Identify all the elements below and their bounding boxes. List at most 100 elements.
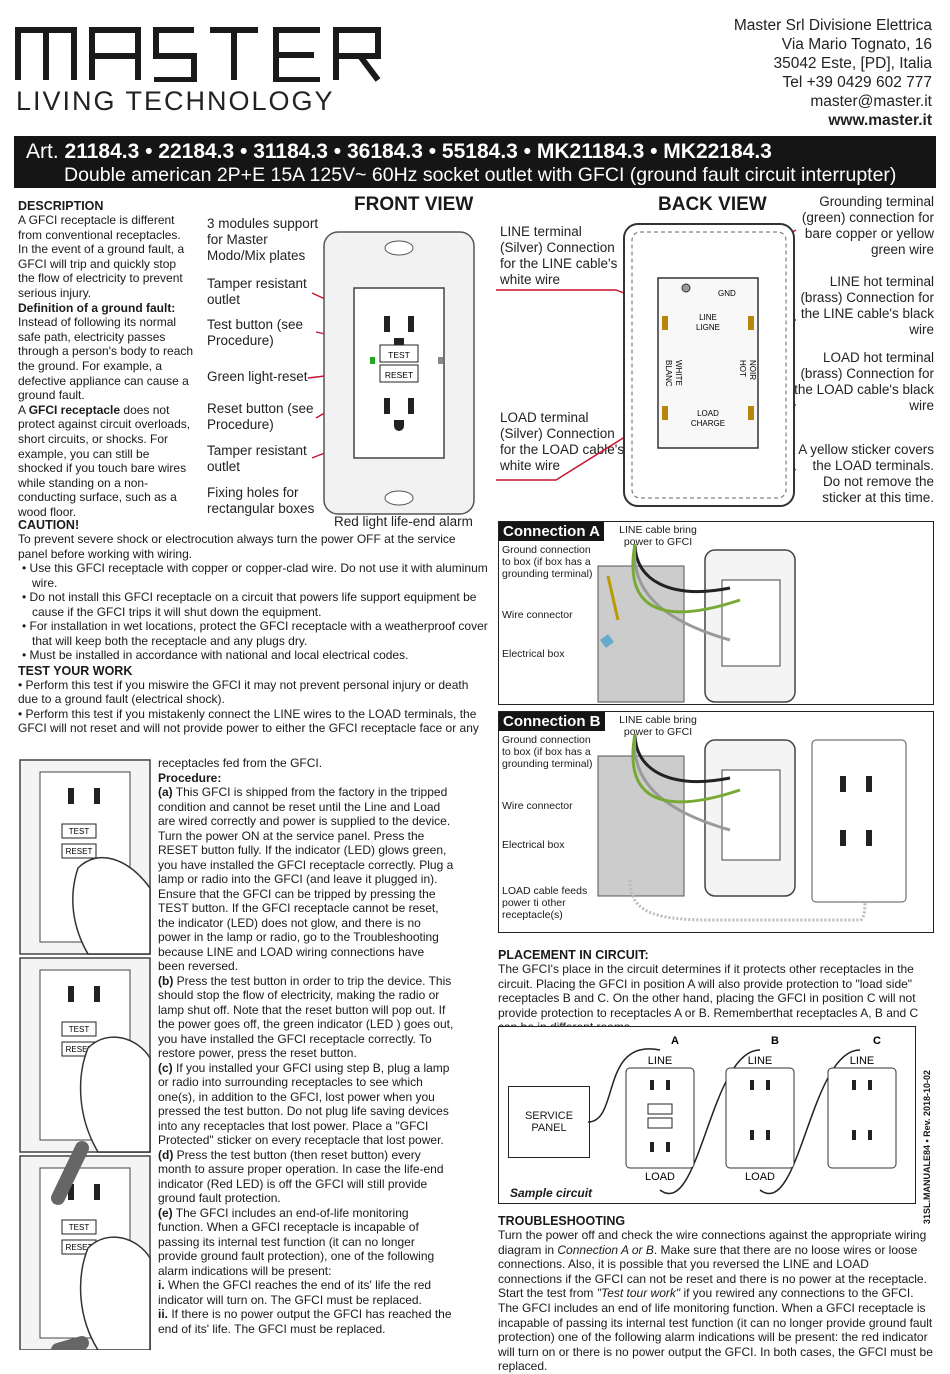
ground-fault-text: Instead of following its normal safe pat… bbox=[18, 315, 194, 403]
back-callout-load-hot: LOAD hot terminal (brass) Connection for… bbox=[794, 350, 934, 413]
description-heading: DESCRIPTION bbox=[18, 199, 104, 213]
sample-circuit-caption: Sample circuit bbox=[510, 1186, 593, 1200]
svg-text:A: A bbox=[671, 1035, 679, 1047]
front-view-drawing: TEST RESET bbox=[307, 231, 475, 515]
title-bar: Art. 21184.3 • 22184.3 • 31184.3 • 36184… bbox=[14, 136, 936, 188]
connection-a-title: Connection A bbox=[499, 522, 604, 541]
description-section: DESCRIPTION A GFCI receptacle is differe… bbox=[18, 199, 194, 519]
svg-text:B: B bbox=[771, 1035, 779, 1047]
front-view-heading: FRONT VIEW bbox=[354, 194, 474, 215]
ground-fault-heading: Definition of a ground fault: bbox=[18, 300, 176, 315]
service-panel-label: SERVICE PANEL bbox=[524, 1110, 574, 1134]
caution-list: • Use this GFCI receptacle with copper o… bbox=[18, 561, 488, 663]
svg-text:LINE: LINE bbox=[699, 313, 717, 322]
svg-text:LOAD: LOAD bbox=[645, 1171, 675, 1183]
company-email[interactable]: master@master.it bbox=[810, 93, 932, 110]
placement-section: PLACEMENT IN CIRCUIT: The GFCI's place i… bbox=[498, 948, 934, 1035]
placement-text: The GFCI's place in the circuit determin… bbox=[498, 962, 919, 1034]
front-callout-tamper-top: Tamper resistant outlet bbox=[207, 276, 307, 307]
svg-text:LOAD: LOAD bbox=[745, 1171, 775, 1183]
procedure-b: (b) Press the test button in order to tr… bbox=[158, 973, 454, 1061]
connection-b-load-cable: LOAD cable feeds power ti other receptac… bbox=[502, 885, 588, 921]
gfci-paragraph: A GFCI receptacle does not protect again… bbox=[18, 402, 191, 519]
test-work-p2: • Perform this test if you mistakenly co… bbox=[18, 706, 479, 736]
company-tel: Tel +39 0429 602 777 bbox=[782, 74, 932, 91]
connection-a-line-cable: LINE cable bring power to GFCI bbox=[619, 524, 697, 548]
company-city: 35042 Este, [PD], Italia bbox=[773, 55, 932, 72]
test-work-p1: • Perform this test if you miswire the G… bbox=[18, 677, 469, 707]
connection-a-drawing bbox=[597, 543, 796, 703]
article-line: Art. 21184.3 • 22184.3 • 31184.3 • 36184… bbox=[26, 140, 924, 164]
procedure-c: (c) If you installed your GFCI using ste… bbox=[158, 1060, 450, 1148]
svg-text:RESET: RESET bbox=[66, 847, 93, 856]
master-logo bbox=[15, 27, 381, 82]
back-callout-line-terminal: LINE terminal (Silver) Connection for th… bbox=[500, 224, 618, 287]
svg-text:NOIR: NOIR bbox=[748, 360, 757, 380]
front-callout-fixing-holes: Fixing holes for rectangular boxes bbox=[207, 485, 315, 516]
description-intro: A GFCI receptacle is different from conv… bbox=[18, 213, 185, 300]
caution-item: • Must be installed in accordance with n… bbox=[22, 648, 409, 663]
svg-text:CHARGE: CHARGE bbox=[691, 419, 725, 428]
tagline: LIVING TECHNOLOGY bbox=[16, 86, 335, 116]
svg-text:TEST: TEST bbox=[69, 1223, 90, 1232]
connection-a-ground: Ground connection to box (if box has a g… bbox=[502, 544, 593, 580]
test-work-p2-cont: receptacles fed from the GFCI. bbox=[158, 756, 323, 770]
front-callout-red-light: Red light life-end alarm bbox=[334, 514, 473, 529]
svg-text:LIGNE: LIGNE bbox=[696, 323, 720, 332]
procedure-a: (a) This GFCI is shipped from the factor… bbox=[158, 785, 454, 973]
caution-item: • Use this GFCI receptacle with copper o… bbox=[22, 561, 488, 590]
product-description: Double american 2P+E 15A 125V~ 60Hz sock… bbox=[64, 164, 897, 186]
test-work-heading: TEST YOUR WORK bbox=[18, 663, 133, 678]
svg-text:HOT: HOT bbox=[738, 360, 747, 377]
front-callout-test-button: Test button (see Procedure) bbox=[207, 317, 304, 348]
company-name: Master Srl Divisione Elettrica bbox=[733, 17, 932, 34]
back-callout-ground: Grounding terminal (green) connection fo… bbox=[801, 194, 934, 257]
company-street: Via Mario Tognato, 16 bbox=[781, 36, 932, 53]
sample-circuit-drawing: A B C LINE LINE LINE LOAD LOAD bbox=[587, 1035, 897, 1195]
back-view-drawing: GND LINE LIGNE LOAD CHARGE WHITE BLANC H… bbox=[496, 223, 797, 507]
caution-intro: To prevent severe shock or electrocution… bbox=[18, 532, 456, 561]
reset-button-label: RESET bbox=[385, 370, 413, 380]
back-callout-load-terminal: LOAD terminal (Silver) Connection for th… bbox=[500, 410, 625, 473]
svg-text:WHITE: WHITE bbox=[674, 360, 683, 386]
article-codes: 21184.3 • 22184.3 • 31184.3 • 36184.3 • … bbox=[64, 140, 772, 163]
front-callout-green-light: Green light-reset bbox=[207, 369, 308, 384]
connection-b-line-cable: LINE cable bring power to GFCI bbox=[619, 714, 697, 738]
back-view-heading: BACK VIEW bbox=[658, 194, 767, 215]
connection-b-wire-connector: Wire connector bbox=[502, 800, 573, 812]
company-web[interactable]: www.master.it bbox=[828, 112, 932, 129]
troubleshooting-section: TROUBLESHOOTING Turn the power off and c… bbox=[498, 1214, 934, 1374]
article-prefix: Art. bbox=[26, 140, 59, 163]
svg-text:TEST: TEST bbox=[69, 1025, 90, 1034]
svg-text:LOAD: LOAD bbox=[697, 409, 719, 418]
svg-text:LINE: LINE bbox=[748, 1055, 772, 1067]
svg-text:BLANC: BLANC bbox=[664, 360, 673, 387]
caution-item: • Do not install this GFCI receptacle on… bbox=[22, 590, 477, 619]
connection-b-electrical-box: Electrical box bbox=[502, 839, 565, 851]
procedure-heading: Procedure: bbox=[158, 770, 222, 785]
back-callout-line-hot: LINE hot terminal (brass) Connection for… bbox=[800, 274, 934, 337]
test-button-label: TEST bbox=[388, 350, 410, 360]
connection-b-title: Connection B bbox=[499, 712, 605, 731]
caution-section: CAUTION! To prevent severe shock or elec… bbox=[18, 518, 488, 736]
front-callout-reset-button: Reset button (see Procedure) bbox=[207, 401, 314, 432]
troubleshooting-heading: TROUBLESHOOTING bbox=[498, 1214, 626, 1228]
troubleshooting-text: Turn the power off and check the wire co… bbox=[498, 1228, 933, 1374]
company-info: Master Srl Divisione Elettrica Via Mario… bbox=[734, 16, 932, 130]
back-callout-sticker: A yellow sticker covers the LOAD termina… bbox=[798, 442, 934, 505]
svg-text:RESET: RESET bbox=[66, 1045, 93, 1054]
procedure-ii: ii. If there is no power output the GFCI… bbox=[158, 1307, 452, 1336]
svg-text:C: C bbox=[873, 1035, 881, 1047]
connection-a-electrical-box: Electrical box bbox=[502, 648, 565, 660]
svg-text:TEST: TEST bbox=[69, 827, 90, 836]
procedure-e: (e) The GFCI includes an end-of-life mon… bbox=[158, 1205, 435, 1278]
procedure-i: i. When the GFCI reaches the end of its'… bbox=[158, 1278, 432, 1307]
placement-heading: PLACEMENT IN CIRCUIT: bbox=[498, 948, 649, 962]
svg-text:LINE: LINE bbox=[648, 1055, 672, 1067]
svg-text:LINE: LINE bbox=[850, 1055, 874, 1067]
caution-heading: CAUTION! bbox=[18, 518, 80, 532]
connection-a-wire-connector: Wire connector bbox=[502, 609, 573, 621]
front-callout-tamper-bottom: Tamper resistant outlet bbox=[207, 443, 307, 474]
revision-code: 31SL.MANUALE84 • Rev. 2018-10-02 bbox=[922, 1070, 932, 1225]
procedure-d: (d) Press the test button (then reset bu… bbox=[158, 1147, 444, 1206]
